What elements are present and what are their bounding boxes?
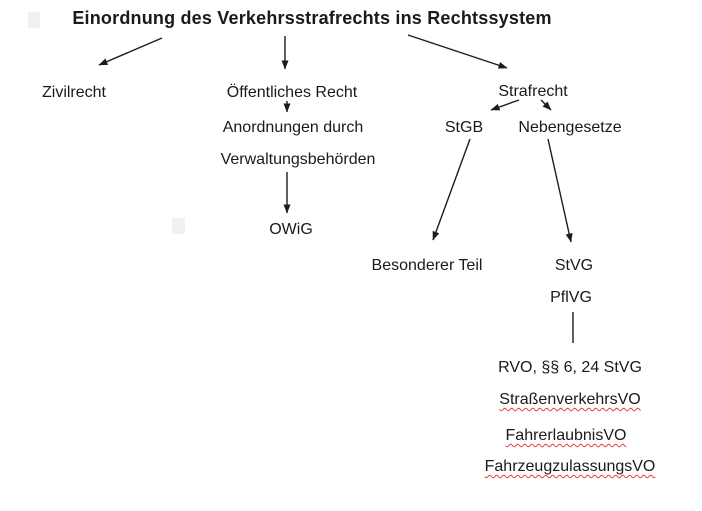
node-zivilrecht: Zivilrecht (41, 84, 107, 101)
node-strafrecht: Strafrecht (498, 83, 568, 100)
node-strassenverkehrs-vo: StraßenverkehrsVO (499, 391, 641, 408)
arrow-nebengesetze-to-stvg (547, 138, 573, 243)
node-stvg: StVG (554, 257, 594, 274)
node-nebengesetze: Nebengesetze (518, 119, 622, 136)
arrow-stgb-to-besonderer-teil (432, 138, 471, 241)
node-fahrerlaubnis-vo: FahrerlaubnisVO (505, 427, 627, 444)
node-rvo-paragraphs: RVO, §§ 6, 24 StVG (498, 359, 642, 376)
arrow-title-to-zivilrecht (98, 37, 163, 66)
node-besonderer-teil: Besonderer Teil (371, 257, 483, 274)
scan-artifact (172, 218, 185, 234)
node-pflvg: PflVG (550, 289, 592, 306)
arrow-strafrecht-to-stgb (490, 99, 520, 111)
arrow-strafrecht-to-nebengesetze (540, 99, 552, 111)
node-anordnungen-durch: Anordnungen durch (222, 119, 364, 136)
node-stgb: StGB (444, 119, 484, 136)
arrow-title-to-strafrecht (407, 34, 508, 69)
node-verwaltungsbehoerden: Verwaltungsbehörden (220, 151, 376, 168)
node-fahrzeugzulassungs-vo: FahrzeugzulassungsVO (484, 458, 656, 475)
node-oeffentliches-recht: Öffentliches Recht (226, 84, 358, 101)
node-owig: OWiG (269, 221, 313, 238)
diagram-title: Einordnung des Verkehrsstrafrechts ins R… (72, 8, 552, 28)
scan-artifact (28, 12, 40, 28)
